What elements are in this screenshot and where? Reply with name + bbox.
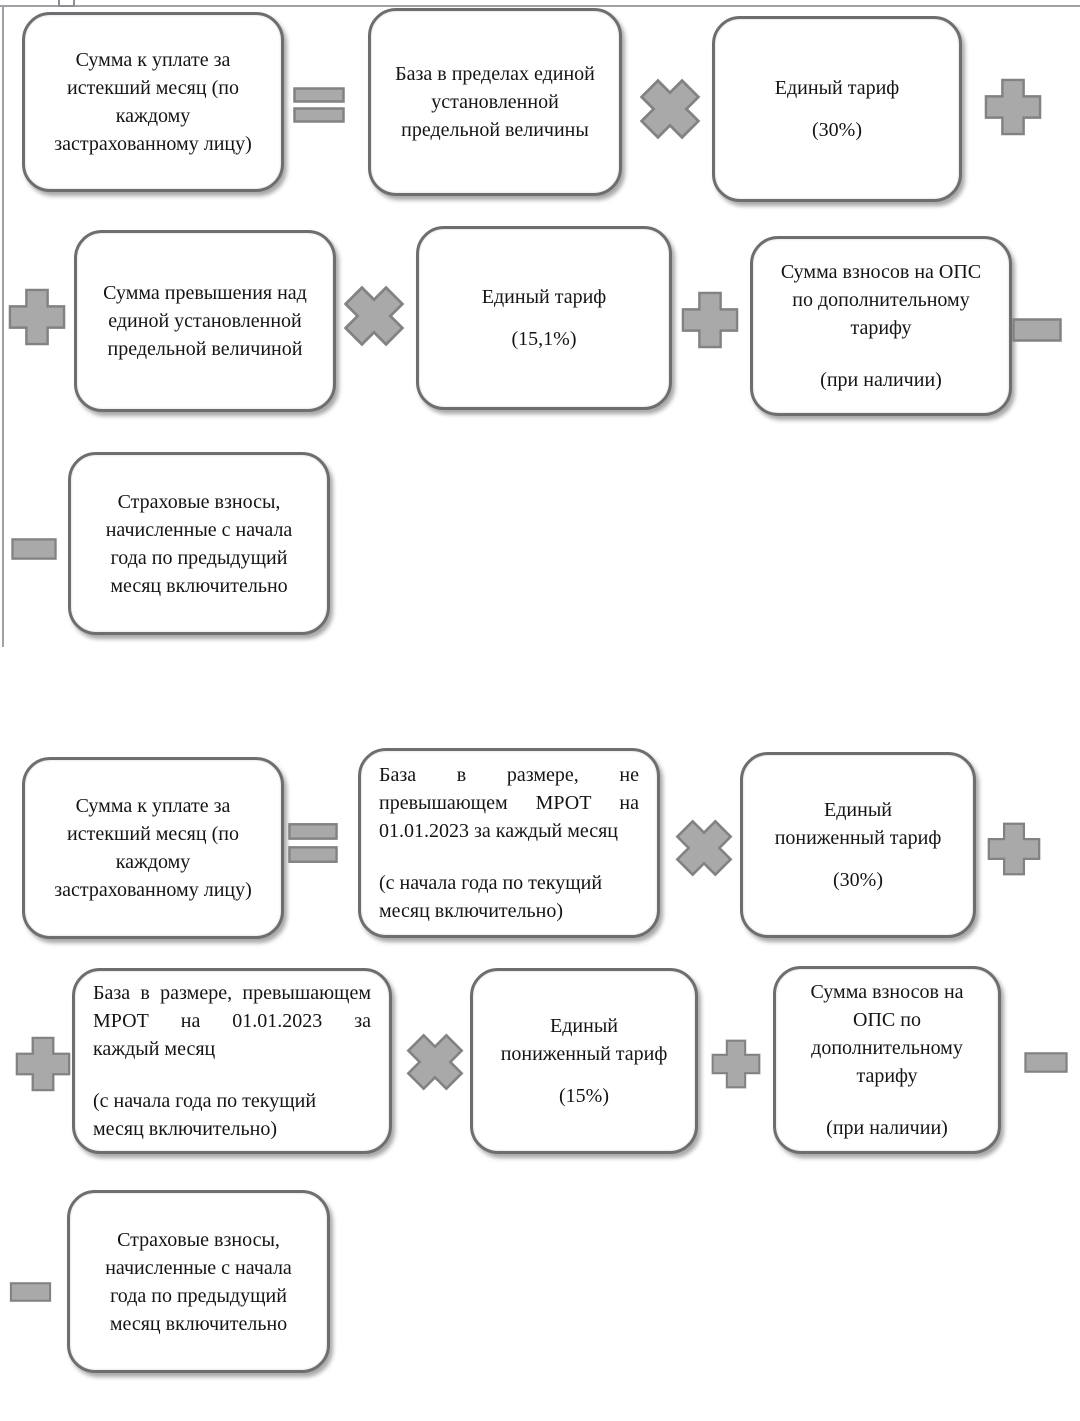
minus-icon [7,1282,54,1302]
box-reduced-tariff-15-rate: (15%) [559,1085,609,1107]
plus-icon [711,1038,761,1090]
box-reduced-tariff-30-title: Единый пониженный тариф [774,799,942,849]
minus-icon [1012,317,1062,343]
box-base-above-mrot-line3: каждый месяц [93,1038,216,1060]
box-base-within-limit: База в пределах единой установленной пре… [368,8,622,196]
box-sum-due-text: Сумма к уплате за истекший месяц (по каж… [54,49,252,155]
box-unified-tariff-30-rate: (30%) [812,119,862,141]
plus-icon [681,291,739,349]
box-reduced-tariff-30-rate: (30%) [833,869,883,891]
equals-icon [288,822,338,864]
box-base-above-mrot: База в размере, превышающем МРОТ на 01.0… [72,968,392,1154]
multiply-icon [404,1031,466,1093]
multiply-icon [341,283,407,349]
box-ops-additional-title: Сумма взносов на ОПС по дополнительному … [810,981,964,1087]
box-base-within-mrot-line3: 01.01.2023 за каждый месяц [379,820,619,842]
box-base-above-mrot-line1: База в размере, превышающем [93,982,371,1004]
box-unified-tariff-151: Единый тариф (15,1%) [416,226,672,410]
equals-icon [293,87,345,123]
plus-icon [8,288,66,346]
frame-resize-handle[interactable] [58,0,75,7]
plus-icon [15,1036,71,1092]
box-base-within-mrot: База в размере, не превышающем МРОТ на 0… [358,748,660,938]
box-excess-over-limit-text: Сумма превышения над единой установленно… [103,282,307,360]
multiply-icon [637,76,703,142]
box-sum-due-text: Сумма к уплате за истекший месяц (по каж… [54,795,252,901]
box-ops-additional: Сумма взносов на ОПС по дополнительному … [750,236,1012,416]
box-excess-over-limit: Сумма превышения над единой установленно… [74,230,336,412]
box-base-within-mrot-line2: превышающем МРОТ на [379,792,639,814]
box-reduced-tariff-30: Единый пониженный тариф (30%) [740,752,976,938]
box-reduced-tariff-15: Единый пониженный тариф (15%) [470,968,698,1154]
box-accrued-prior: Страховые взносы, начисленные с начала г… [68,452,330,635]
box-base-above-mrot-line2: МРОТ на 01.01.2023 за [93,1010,371,1032]
frame-top-border [0,5,1080,7]
frame-left-border [2,5,4,647]
minus-icon [10,538,58,560]
box-ops-additional: Сумма взносов на ОПС по дополнительному … [773,966,1001,1154]
box-base-within-mrot-note: (с начала года по текущий месяц включите… [379,872,603,922]
box-base-within-mrot-line1: База в размере, не [379,764,639,786]
box-base-within-limit-text: База в пределах единой установленной пре… [395,63,595,141]
box-accrued-prior-text: Страховые взносы, начисленные с начала г… [105,1228,292,1335]
multiply-icon [673,817,735,879]
box-base-above-mrot-note: (с начала года по текущий месяц включите… [93,1090,317,1140]
box-ops-additional-note: (при наличии) [820,369,942,391]
box-sum-due: Сумма к уплате за истекший месяц (по каж… [22,757,284,939]
box-unified-tariff-30-title: Единый тариф [774,77,900,99]
box-ops-additional-title: Сумма взносов на ОПС по дополнительному … [780,261,982,339]
box-unified-tariff-151-rate: (15,1%) [511,328,577,350]
box-unified-tariff-30: Единый тариф (30%) [712,16,962,202]
plus-icon [987,819,1041,879]
box-accrued-prior-text: Страховые взносы, начисленные с начала г… [105,490,293,597]
plus-icon [984,78,1042,136]
box-accrued-prior: Страховые взносы, начисленные с начала г… [67,1190,330,1373]
box-sum-due: Сумма к уплате за истекший месяц (по каж… [22,12,284,192]
box-ops-additional-note: (при наличии) [826,1117,948,1139]
minus-icon [1022,1052,1070,1073]
box-reduced-tariff-15-title: Единый пониженный тариф [500,1015,668,1065]
box-unified-tariff-151-title: Единый тариф [481,286,607,308]
